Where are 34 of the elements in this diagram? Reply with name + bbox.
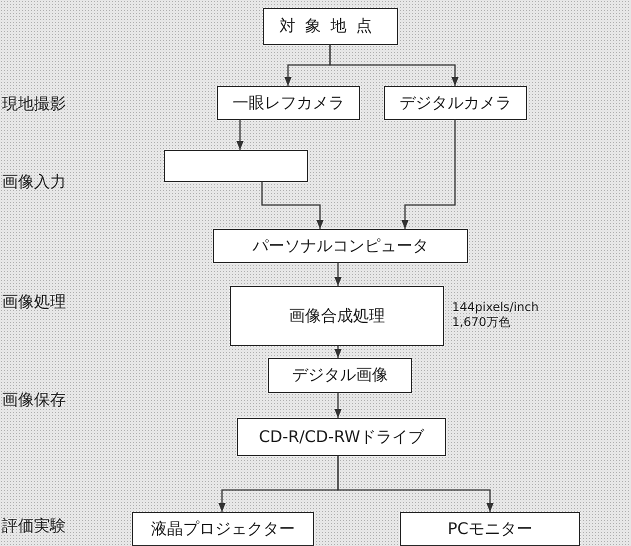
process-box bbox=[213, 229, 468, 263]
node-text: PCモニター bbox=[448, 518, 532, 540]
node-text: デジタルカメラ bbox=[400, 92, 512, 114]
stage-label: 画像保存 bbox=[2, 390, 66, 411]
node-text: デジタル画像 bbox=[292, 365, 388, 386]
node-text: 液晶プロジェクター bbox=[151, 518, 295, 540]
stage-label: 現地撮影 bbox=[2, 94, 66, 115]
stage-label: 評価実験 bbox=[2, 516, 66, 537]
process-box bbox=[400, 512, 580, 546]
process-box bbox=[132, 512, 314, 546]
node-note: 144pixels/inch bbox=[452, 300, 539, 315]
node-text: パーソナルコンピュータ bbox=[252, 236, 428, 256]
box-shape bbox=[164, 150, 308, 182]
process-box bbox=[237, 418, 446, 456]
arrow bbox=[334, 346, 342, 358]
stage-label: 画像処理 bbox=[2, 292, 66, 313]
stage-label: 画像入力 bbox=[2, 172, 66, 193]
process-box bbox=[384, 86, 527, 120]
process-box bbox=[230, 286, 444, 346]
node-text: 対象地点 bbox=[279, 16, 382, 37]
arrow bbox=[329, 45, 459, 86]
node-text: 一眼レフカメラ bbox=[232, 92, 344, 114]
process-box bbox=[268, 358, 412, 393]
arrow bbox=[337, 456, 494, 512]
arrow bbox=[401, 120, 456, 229]
node-note: 1,670万色 bbox=[452, 315, 510, 330]
process-box bbox=[263, 8, 398, 45]
process-box bbox=[217, 86, 360, 120]
node-text: CD-R/CD-RWドライブ bbox=[258, 426, 424, 448]
node-text: 画像合成処理 bbox=[289, 306, 385, 326]
arrow bbox=[334, 393, 342, 418]
arrow bbox=[334, 263, 342, 286]
arrow bbox=[236, 120, 244, 150]
arrow bbox=[261, 182, 324, 229]
